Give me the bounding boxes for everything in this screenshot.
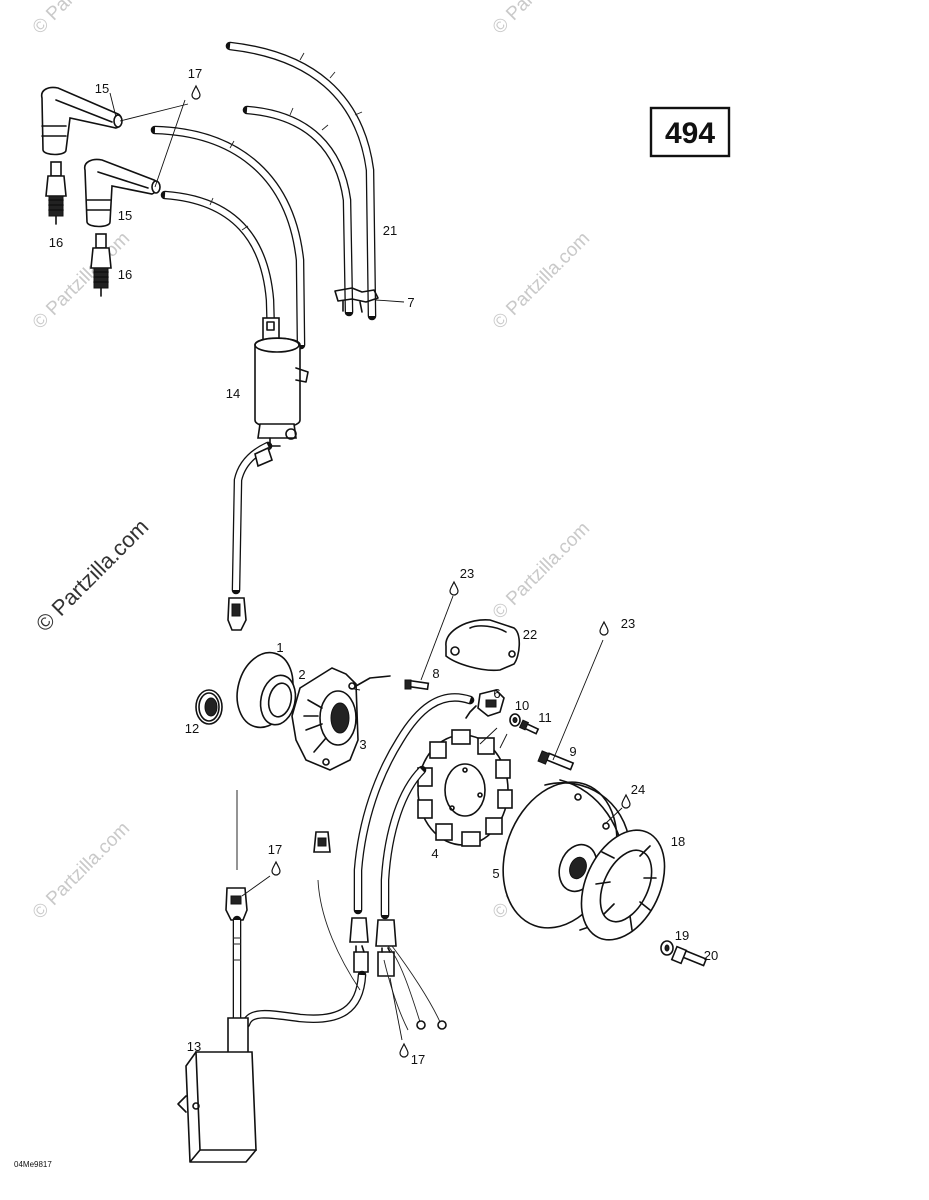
diagram-reference-box: 494 — [649, 106, 731, 158]
callout-label: 22 — [523, 627, 537, 642]
watermark-text: © Partzilla.com — [489, 0, 594, 39]
ignition-wires — [150, 41, 379, 350]
stator — [417, 729, 513, 847]
trigger-coil — [465, 689, 505, 719]
callout-label: 23 — [460, 566, 474, 581]
callout-label: 13 — [187, 1039, 201, 1054]
callout-label: 23 — [621, 616, 635, 631]
callout-label: 1 — [276, 640, 283, 655]
callout-label: 12 — [185, 721, 199, 736]
callout-label: 10 — [515, 698, 529, 713]
watermark-text: © Partzilla.com — [29, 818, 134, 923]
callout-label: 16 — [118, 267, 132, 282]
callout-label: 2 — [298, 667, 305, 682]
stator-wiring-harness — [236, 693, 475, 1031]
callout-label: 17 — [188, 66, 202, 81]
callout-label: 15 — [95, 81, 109, 96]
callout-label: 8 — [432, 666, 439, 681]
leaders-top — [109, 92, 405, 303]
screw-8 — [404, 679, 430, 691]
bolt-20 — [670, 945, 708, 967]
part-callouts: 1 2 3 4 5 6 7 8 9 10 11 12 13 14 15 15 1… — [49, 66, 718, 1067]
watermark-layer: © Partzilla.com © Partzilla.com © Partzi… — [29, 0, 594, 924]
callout-label: 15 — [118, 208, 132, 223]
leader-lines — [241, 595, 623, 1041]
diagram-reference-number: 494 — [665, 117, 715, 150]
figure-code: 04Me9817 — [14, 1160, 52, 1169]
callout-label: 21 — [383, 223, 397, 238]
callout-label: 18 — [671, 834, 685, 849]
watermark-text: © Partzilla.com — [489, 228, 594, 333]
oil-seal — [195, 689, 223, 725]
watermark-text: © Partzilla.com — [489, 518, 594, 623]
callout-label: 6 — [493, 686, 500, 701]
flywheel-ring-18 — [580, 829, 666, 941]
screw-9 — [537, 750, 575, 771]
cdi-module — [177, 887, 257, 1163]
callout-label: 14 — [226, 386, 240, 401]
callout-label: 17 — [411, 1052, 425, 1067]
spark-plug-cap-upper — [40, 86, 123, 156]
callout-label: 5 — [492, 866, 499, 881]
spark-plug-upper — [45, 161, 67, 225]
screw-11 — [518, 719, 540, 735]
seal-ring — [259, 674, 297, 726]
spark-plug-cap-lower — [83, 158, 161, 228]
callout-label: 3 — [359, 737, 366, 752]
callout-label: 16 — [49, 235, 63, 250]
callout-label: 20 — [704, 948, 718, 963]
spark-plug-lower — [90, 233, 112, 297]
watermark-main: © Partzilla.com — [31, 514, 154, 637]
callout-label: 11 — [538, 710, 552, 725]
ignition-coil — [254, 317, 309, 447]
callout-label: 24 — [631, 782, 645, 797]
magneto-housing — [291, 667, 391, 771]
washer-19 — [660, 940, 674, 956]
coil-ground-wire — [227, 441, 273, 631]
callout-label: 17 — [268, 842, 282, 857]
washer-10 — [509, 713, 521, 727]
drop-symbols — [191, 84, 631, 1058]
callout-label: 4 — [431, 846, 438, 861]
cover-22 — [445, 619, 521, 672]
watermark-text: © Partzilla.com — [29, 0, 134, 39]
callout-label: 19 — [675, 928, 689, 943]
callout-label: 9 — [569, 744, 576, 759]
callout-label: 7 — [407, 295, 414, 310]
